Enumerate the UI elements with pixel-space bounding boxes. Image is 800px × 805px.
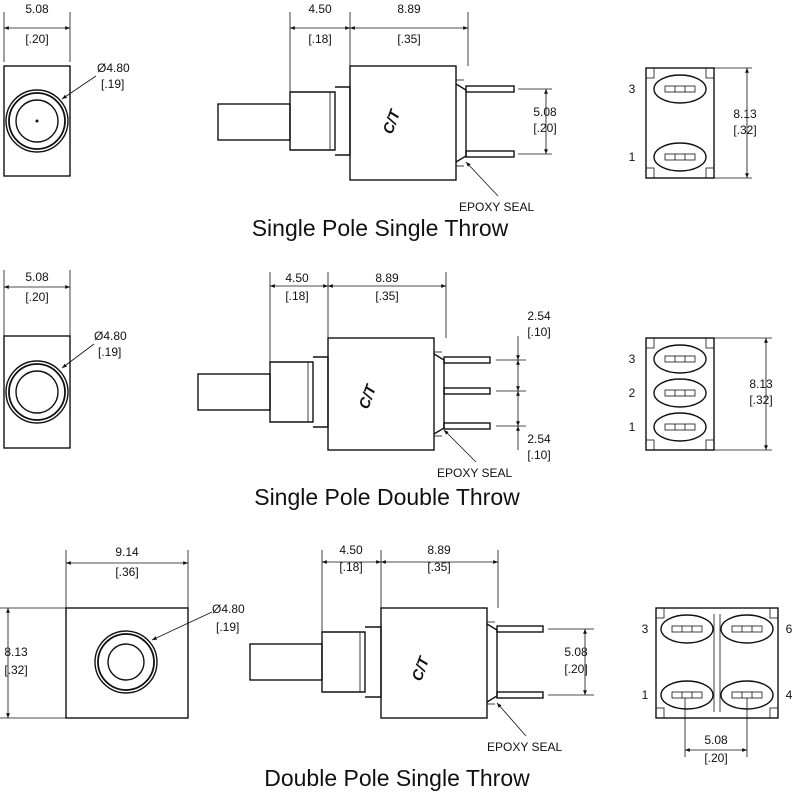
- spst-pin-view: 3 1 8.13 [.32]: [629, 67, 757, 179]
- dpst-pin-pitch-mm: 5.08: [564, 645, 588, 659]
- spdt-pin-label-1: 1: [629, 420, 636, 434]
- dpst-pin-label-3: 3: [642, 622, 649, 636]
- spdt-side-view: 4.50 [.18] 8.89 [.35] C/T 2.54 [.10]: [197, 271, 551, 480]
- spst-dim-a-in: [.18]: [308, 32, 331, 46]
- spdt-pitch-bottom-mm: 2.54: [527, 432, 551, 446]
- dpst-section: 9.14 [.36] 8.13 [.32] Ø4.80 [.19] 4.50 […: [0, 543, 793, 791]
- spst-pin-height-in: [.32]: [733, 123, 756, 137]
- spdt-pitch-top-in: [.10]: [527, 325, 550, 339]
- dpst-epoxy-seal-label: EPOXY SEAL: [487, 740, 562, 754]
- spst-pin-height-mm: 8.13: [733, 107, 757, 121]
- dpst-title: Double Pole Single Throw: [264, 765, 530, 791]
- dpst-pin-width-mm: 5.08: [704, 733, 728, 747]
- spdt-pin-height-in: [.32]: [749, 393, 772, 407]
- dpst-diameter-mm: Ø4.80: [212, 602, 245, 616]
- spst-front-width-mm: 5.08: [25, 2, 49, 16]
- dpst-pin-view: 3 1 6 4 5.08 [.20]: [642, 607, 793, 765]
- spst-pin-label-3: 3: [629, 82, 636, 96]
- spst-title: Single Pole Single Throw: [252, 215, 509, 241]
- spst-dim-b-in: [.35]: [397, 32, 420, 46]
- spdt-diameter-mm: Ø4.80: [94, 329, 127, 343]
- spst-diameter-in: [.19]: [101, 77, 124, 91]
- spdt-dim-a-in: [.18]: [285, 289, 308, 303]
- dpst-front-width-mm: 9.14: [115, 545, 139, 559]
- spst-pin-pitch-mm: 5.08: [533, 105, 557, 119]
- dpst-pin-label-1: 1: [642, 688, 649, 702]
- dpst-side-view: 4.50 [.18] 8.89 [.35] C/T 5.08 [.20] EPO…: [249, 543, 594, 754]
- dpst-dim-b-mm: 8.89: [427, 543, 451, 557]
- spdt-epoxy-seal-label: EPOXY SEAL: [437, 466, 512, 480]
- spst-brand-mark: C/T: [380, 106, 405, 136]
- spdt-pin-view: 3 2 1 8.13 [.32]: [629, 337, 773, 451]
- dpst-dim-b-in: [.35]: [427, 560, 450, 574]
- dpst-front-height-in: [.32]: [4, 663, 27, 677]
- spdt-front-width-mm: 5.08: [25, 270, 49, 284]
- spdt-dim-a-mm: 4.50: [285, 271, 309, 285]
- spst-front-width-in: [.20]: [25, 32, 48, 46]
- spdt-title: Single Pole Double Throw: [254, 484, 520, 510]
- spst-side-view: 4.50 [.18] 8.89 [.35] C/T 5.08 [.20] EP: [217, 2, 557, 214]
- spst-pin-pitch-in: [.20]: [533, 121, 556, 135]
- spdt-front-width-in: [.20]: [25, 290, 48, 304]
- dpst-pin-width-in: [.20]: [704, 751, 727, 765]
- dpst-dim-a-in: [.18]: [339, 560, 362, 574]
- spdt-dim-b-mm: 8.89: [375, 271, 399, 285]
- spst-pin-label-1: 1: [629, 150, 636, 164]
- dpst-pin-pitch-in: [.20]: [564, 662, 587, 676]
- dpst-brand-mark: C/T: [409, 653, 434, 683]
- dpst-diameter-in: [.19]: [216, 620, 239, 634]
- spdt-dim-b-in: [.35]: [375, 289, 398, 303]
- dpst-pin-label-6: 6: [786, 622, 793, 636]
- spdt-brand-mark: C/T: [356, 381, 381, 411]
- dpst-dim-a-mm: 4.50: [339, 543, 363, 557]
- spdt-pitch-bottom-in: [.10]: [527, 448, 550, 462]
- dpst-front-height-mm: 8.13: [4, 645, 28, 659]
- spst-dim-b-mm: 8.89: [397, 2, 421, 16]
- spdt-pin-height-mm: 8.13: [749, 377, 773, 391]
- spdt-front-view: 5.08 [.20] Ø4.80 [.19]: [3, 270, 127, 449]
- spdt-pitch-top-mm: 2.54: [527, 309, 551, 323]
- dpst-front-width-in: [.36]: [115, 565, 138, 579]
- spdt-section: 5.08 [.20] Ø4.80 [.19] 4.50 [.18] 8.89 […: [3, 270, 773, 510]
- spdt-diameter-in: [.19]: [98, 345, 121, 359]
- spdt-pin-label-3: 3: [629, 352, 636, 366]
- spst-front-view: 5.08 [.20] Ø4.80 [.19]: [3, 2, 130, 177]
- spst-section: 5.08 [.20] Ø4.80 [.19] 4.50 [.18] 8.89 […: [3, 2, 757, 241]
- spst-diameter-mm: Ø4.80: [97, 61, 130, 75]
- spst-dim-a-mm: 4.50: [308, 2, 332, 16]
- spst-epoxy-seal-label: EPOXY SEAL: [459, 200, 534, 214]
- spdt-pin-label-2: 2: [629, 386, 636, 400]
- dpst-pin-label-4: 4: [786, 688, 793, 702]
- dpst-front-view: 9.14 [.36] 8.13 [.32] Ø4.80 [.19]: [0, 545, 245, 719]
